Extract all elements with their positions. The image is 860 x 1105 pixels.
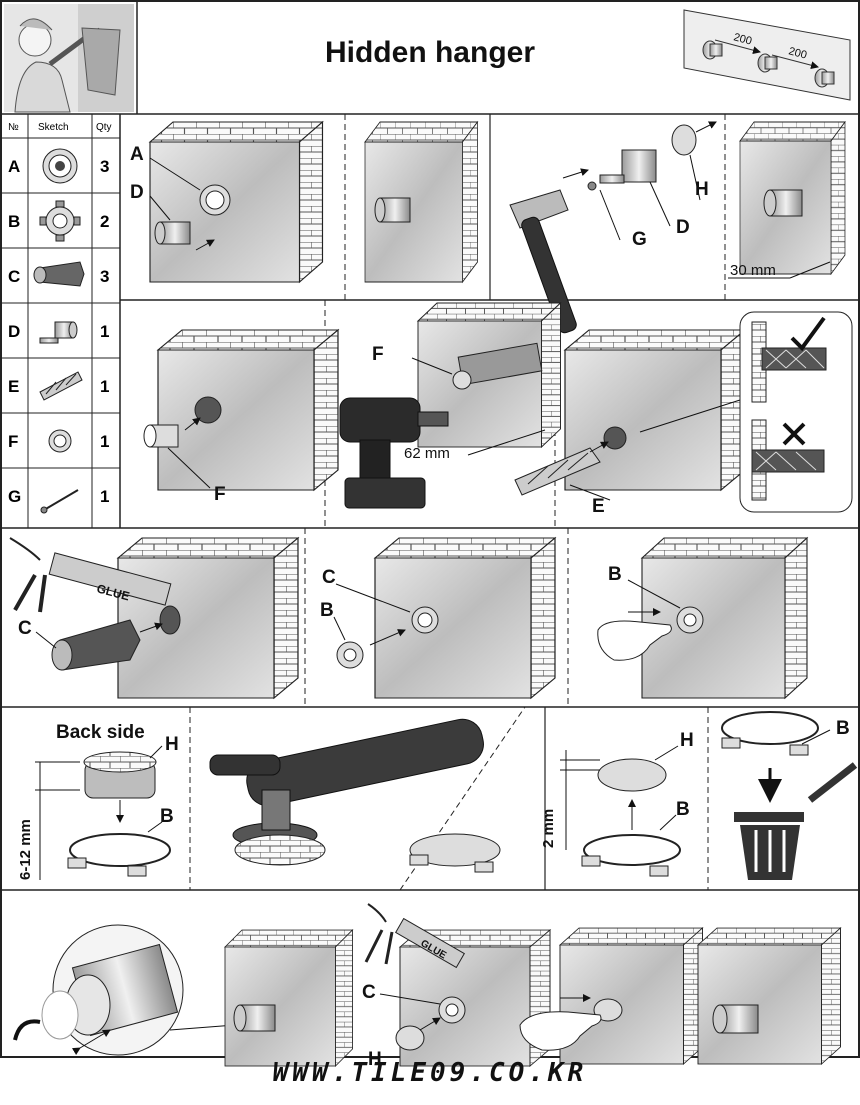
label-f: F (214, 484, 226, 505)
drill-icon (339, 397, 449, 509)
label-h: H (368, 1049, 382, 1070)
hand-press-icon (597, 620, 672, 661)
label-h: H (165, 734, 179, 755)
label-c: C (362, 982, 376, 1003)
cross-mark-icon (782, 422, 806, 446)
spacing-label-1: 200 (732, 31, 753, 47)
label-h: H (680, 730, 694, 751)
step-14-discard: B (721, 711, 858, 880)
step-9-attach-clip: C B (320, 537, 556, 699)
step-15-wall (224, 929, 353, 1067)
part-qty: 1 (100, 487, 109, 506)
step-11-disk-thickness: Back side H B 6-12 mm (17, 722, 179, 880)
part-id: C (8, 267, 20, 286)
step-5-sleeve: F (143, 329, 339, 505)
label-e: E (592, 496, 605, 517)
label-b: B (160, 806, 174, 827)
step-13-thin-disk: H B 2 mm (540, 730, 694, 877)
label-c: C (322, 567, 336, 588)
label-b: B (608, 564, 622, 585)
part-qty: 3 (100, 157, 109, 176)
step-4-spacing-30mm: 30 mm (728, 121, 846, 279)
anchor-plug-icon (33, 261, 85, 287)
col-header-sketch: Sketch (38, 122, 69, 133)
label-b: B (836, 718, 850, 739)
part-qty: 1 (100, 377, 109, 396)
back-side-label: Back side (56, 722, 145, 743)
hammer-icon (509, 189, 577, 334)
part-id: E (8, 377, 19, 396)
rotate-arrow-icon (13, 1019, 41, 1041)
part-qty: 2 (100, 212, 109, 231)
ring-plate-icon (42, 148, 78, 184)
part-id: D (8, 322, 20, 341)
step-18-finished-hanger (697, 927, 841, 1065)
step-12-grind-disk (209, 718, 501, 873)
dimension-2mm: 2 mm (540, 809, 557, 848)
step-2-knob-mounted (364, 121, 478, 283)
knob-hook-icon (39, 321, 78, 344)
woman-hanging-towel-icon (4, 4, 134, 113)
step-8-glue-anchor: GLUE C (9, 537, 299, 699)
part-qty: 1 (100, 432, 109, 451)
step-15-knob-detail (13, 924, 236, 1056)
label-h: H (695, 179, 709, 200)
step-1-attach-knob: A D (130, 121, 324, 283)
label-d: D (676, 217, 690, 238)
back-side-text: Back side (56, 722, 145, 743)
part-id: G (8, 487, 21, 506)
footer-url: WWW.TILE09.CO.KR (272, 1058, 588, 1088)
step-16-glue-cover: GLUE C H (362, 903, 551, 1070)
col-header-number: № (8, 122, 19, 133)
pin-discard-icon (807, 762, 858, 803)
step-6-drill: F 62 mm (339, 302, 561, 509)
sleeve-icon (48, 429, 72, 453)
part-id: F (8, 432, 18, 451)
part-id: A (8, 157, 20, 176)
clip-ring-icon (39, 200, 81, 242)
part-qty: 3 (100, 267, 109, 286)
part-id: B (8, 212, 20, 231)
label-g: G (632, 229, 647, 250)
angle-grinder-icon (209, 718, 484, 848)
step-10-press-clip: B (597, 537, 808, 699)
pin-icon (40, 489, 79, 514)
trash-bin-icon (734, 812, 804, 880)
label-f: F (372, 344, 384, 365)
dimension-6-12mm: 6-12 mm (17, 819, 34, 880)
dimension-62mm: 62 mm (404, 445, 450, 462)
step-3-hammer-pin: G D H (509, 121, 717, 334)
page-title: Hidden hanger (324, 36, 535, 69)
label-a: A (130, 144, 144, 165)
hook-rail-icon: 200 200 (683, 9, 851, 101)
spacing-label-2: 200 (787, 45, 808, 61)
parts-table: № Sketch Qty A 3 B 2 C 3 D 1 E 1 F 1 G 1 (1, 114, 120, 528)
dimension-30mm: 30 mm (730, 262, 776, 279)
label-d: D (130, 182, 144, 203)
col-header-qty: Qty (96, 122, 112, 133)
step-17-press-cover (519, 927, 703, 1065)
label-b: B (320, 600, 334, 621)
hand-press-icon (519, 1011, 602, 1051)
checkmark-icon (790, 316, 826, 352)
part-qty: 1 (100, 322, 109, 341)
lattice-insert-icon (39, 371, 83, 401)
label-c: C (18, 618, 32, 639)
step-7-insert-lattice: E (514, 311, 853, 517)
label-b: B (676, 799, 690, 820)
